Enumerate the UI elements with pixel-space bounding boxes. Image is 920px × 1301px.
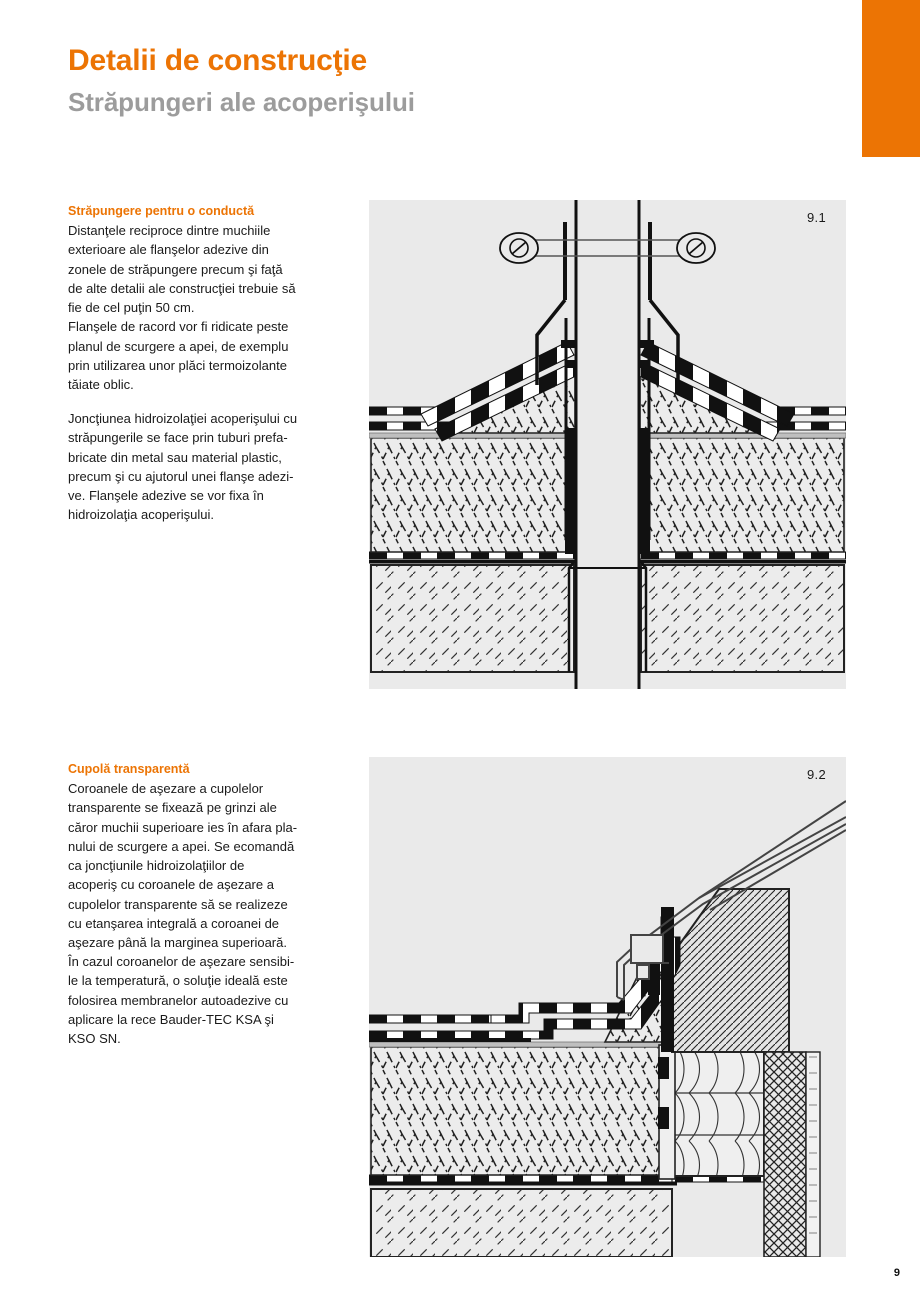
concrete-slab (370, 564, 845, 673)
text-column-pipe-penetration: Străpungere pentru o conductă Distanţele… (68, 202, 323, 525)
section-paragraph-pipe-2: Joncţiunea hidroizolaţiei acoperişului c… (68, 411, 298, 523)
clamp-screw-left (499, 232, 539, 264)
figure-pipe-penetration: 9.1 (369, 200, 846, 689)
pipe (567, 200, 648, 689)
figure-91-geometry (369, 200, 846, 689)
pipe-penetration-drawing (369, 200, 846, 689)
pipe-sleeve-collar (535, 222, 680, 540)
figure-92-geometry (369, 800, 846, 1257)
rooflight-kerb-drawing (369, 800, 846, 1257)
page-subtitle: Străpungeri ale acoperişului (68, 87, 415, 117)
figure-label-91: 9.1 (807, 210, 826, 225)
waterproofing-lower-92 (369, 936, 681, 1042)
concrete-slab-92 (370, 1188, 673, 1257)
waterproofing-upper-92 (369, 916, 674, 1024)
timber-kerb (658, 1044, 765, 1180)
paragraph-spacer (68, 394, 323, 409)
figure-rooflight-kerb: 9.2 (369, 757, 846, 1257)
text-column-rooflight: Cupolă transparentă Coroanele de aşezare… (68, 760, 323, 1048)
waterproofing-lower-ply (369, 360, 846, 442)
page-number: 9 (893, 1267, 900, 1279)
section-paragraph-rooflight-1: Coroanele de aşezare a cupolelor transpa… (68, 781, 298, 1047)
page-title: Detalii de construcţie (68, 44, 368, 77)
roof-insulation-92 (369, 1041, 675, 1176)
section-index-tab (862, 0, 920, 157)
clamp-screw-right (676, 232, 716, 264)
mineral-wool-column (763, 1051, 821, 1257)
figure-label-92: 9.2 (807, 767, 826, 782)
flashing-bracket (630, 934, 669, 980)
section-paragraph-pipe-1: Distanţele reciproce dintre muchiile ext… (68, 223, 296, 392)
section-heading-rooflight: Cupolă transparentă (68, 762, 190, 776)
dome-glazing-edge (698, 800, 846, 911)
section-heading-pipe: Străpungere pentru o conductă (68, 204, 255, 218)
clamping-band (499, 232, 716, 264)
